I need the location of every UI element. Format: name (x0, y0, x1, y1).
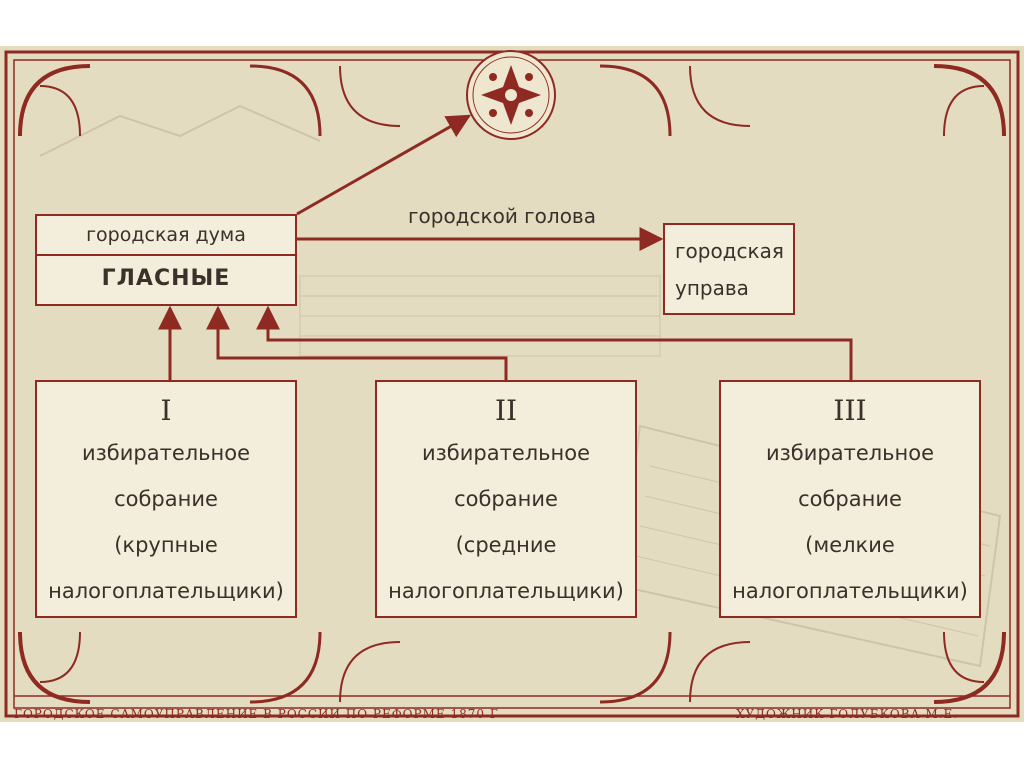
uprava-line-1: городская (675, 239, 784, 263)
diagram-canvas: городской голова городская дума ГЛАСНЫЕ … (0, 46, 1024, 722)
assembly-line: налогоплательщики) (732, 579, 968, 603)
city-head-emblem (466, 50, 556, 140)
connectors (158, 114, 853, 380)
assembly-box-2: II избирательное собрание (средние налог… (375, 380, 637, 618)
assembly-line: избирательное (421, 441, 591, 465)
diagram-graphics (4, 50, 1020, 718)
assembly-numeral: III (833, 394, 867, 427)
city-head-label: городской голова (408, 204, 596, 228)
assembly-line: (средние (455, 533, 557, 557)
assembly-numeral: II (494, 394, 518, 427)
assembly-line: (мелкие (805, 533, 895, 557)
city-uprava-box: городская управа (663, 223, 795, 315)
city-duma-title: городская дума (37, 216, 295, 256)
uprava-line-2: управа (675, 276, 749, 300)
assembly-line: собрание (454, 487, 558, 511)
city-duma-box: городская дума ГЛАСНЫЕ (35, 214, 297, 306)
assembly-box-3: III избирательное собрание (мелкие налог… (719, 380, 981, 618)
assembly-line: (крупные (114, 533, 218, 557)
duma-members-label: ГЛАСНЫЕ (101, 266, 231, 291)
assembly-line: избирательное (81, 441, 251, 465)
arrow-duma-to-head (296, 114, 472, 216)
assembly-box-1: I избирательное собрание (крупные налого… (35, 380, 297, 618)
arrow-assembly-3 (256, 305, 853, 380)
assembly-line: налогоплательщики) (388, 579, 624, 603)
assembly-line: собрание (114, 487, 218, 511)
assembly-line: собрание (798, 487, 902, 511)
diagram-caption: ГОРОДСКОЕ САМОУПРАВЛЕНИЕ В РОССИИ ПО РЕФ… (14, 707, 499, 721)
artist-credit: ХУДОЖНИК ГОЛУБКОВА М.Е. (736, 707, 959, 721)
assembly-numeral: I (160, 394, 172, 427)
arrow-assembly-2 (206, 305, 508, 380)
assembly-line: избирательное (765, 441, 935, 465)
assembly-line: налогоплательщики) (48, 579, 284, 603)
